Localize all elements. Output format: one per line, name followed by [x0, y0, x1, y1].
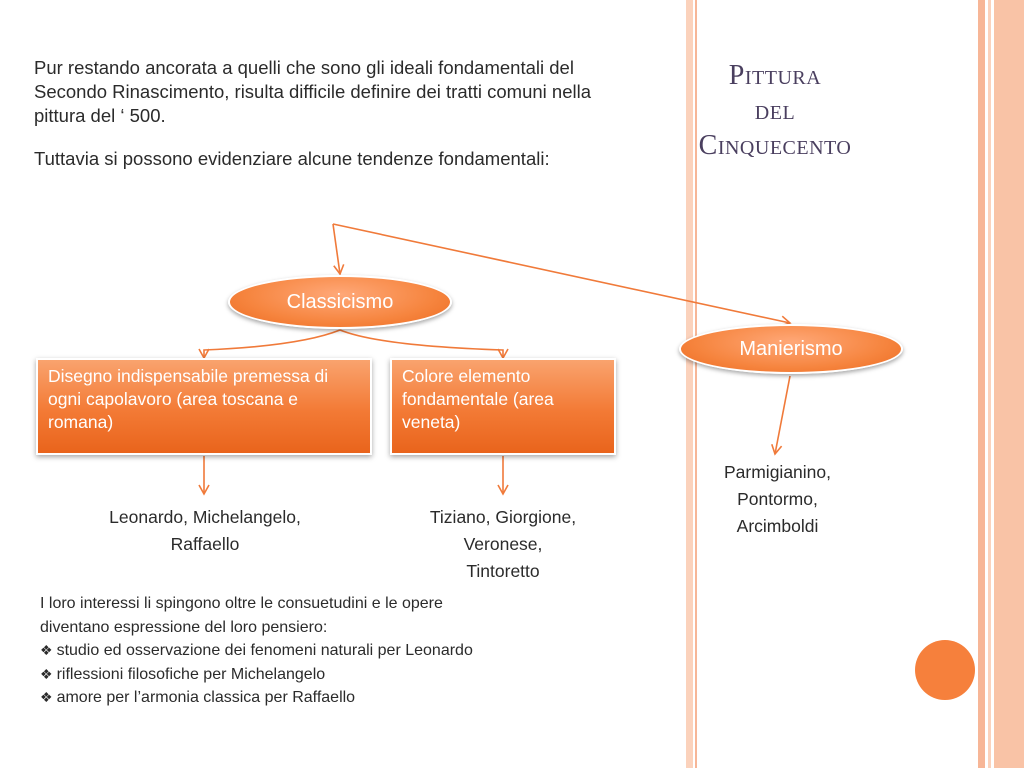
- artists-toscana-line-2: Raffaello: [170, 534, 240, 555]
- decorative-circle: [915, 640, 975, 700]
- title-line-3: Cinquecento: [698, 130, 852, 161]
- intro-paragraph-1: Pur restando ancorata a quelli che sono …: [34, 57, 591, 127]
- colore-box: Colore elemento fondamentale (area venet…: [390, 358, 616, 455]
- classicismo-label: Classicismo: [286, 290, 394, 313]
- bottom-line-1: I loro interessi li spingono oltre le co…: [40, 595, 443, 612]
- slide-title: Pittura del Cinquecento: [650, 58, 900, 163]
- artists-manierismo-line-1: Parmigianino,: [724, 462, 831, 482]
- bullet-text: studio ed osservazione dei fenomeni natu…: [56, 642, 473, 660]
- title-line-2: del: [754, 95, 796, 126]
- diamond-bullet-icon: ❖: [40, 689, 53, 706]
- bottom-text: I loro interessi li spingono oltre le co…: [40, 592, 640, 710]
- artists-veneta: Tiziano, Giorgione, Veronese, Tintoretto: [398, 504, 608, 585]
- bullet-item: ❖riflessioni filosofiche per Michelangel…: [40, 663, 640, 687]
- title-line-1: Pittura: [728, 60, 822, 91]
- intro-paragraph-2: Tuttavia si possono evidenziare alcune t…: [34, 148, 550, 170]
- disegno-box: Disegno indispensabile premessa di ogni …: [36, 358, 372, 455]
- arrow-classicismo-to-colore: [339, 329, 509, 360]
- arrow-classicismo-to-disegno: [198, 329, 341, 360]
- classicismo-node: Classicismo: [228, 275, 452, 329]
- bullet-item: ❖studio ed osservazione dei fenomeni nat…: [40, 639, 640, 663]
- colore-label: Colore elemento fondamentale (area venet…: [402, 366, 554, 433]
- diamond-bullet-icon: ❖: [40, 642, 53, 659]
- intro-text: Pur restando ancorata a quelli che sono …: [34, 56, 614, 190]
- bottom-line-2: diventano espressione del loro pensiero:: [40, 618, 328, 636]
- artists-veneta-line-1: Tiziano, Giorgione,: [429, 507, 577, 527]
- artists-veneta-line-2: Veronese,: [463, 534, 543, 555]
- disegno-label: Disegno indispensabile premessa di ogni …: [48, 366, 329, 433]
- artists-veneta-line-3: Tintoretto: [466, 561, 540, 582]
- artists-toscana-line-1: Leonardo, Michelangelo,: [109, 507, 301, 527]
- artists-manierismo-line-3: Arcimboldi: [736, 516, 819, 537]
- artists-manierismo-line-2: Pontormo,: [737, 489, 818, 510]
- artists-toscana: Leonardo, Michelangelo, Raffaello: [60, 504, 350, 558]
- bullet-text: amore per l’armonia classica per Raffael…: [56, 689, 356, 707]
- arrow-manierismo-to-artists: [771, 375, 791, 456]
- arrow-intro-to-classicismo: [332, 223, 345, 276]
- bullet-item: ❖amore per l’armonia classica per Raffae…: [40, 686, 640, 710]
- arrow-intro-to-manierismo: [332, 223, 792, 327]
- artists-manierismo: Parmigianino, Pontormo, Arcimboldi: [690, 459, 865, 540]
- manierismo-label: Manierismo: [739, 337, 843, 360]
- bullet-text: riflessioni filosofiche per Michelangelo: [56, 665, 326, 683]
- diamond-bullet-icon: ❖: [40, 665, 53, 682]
- manierismo-node: Manierismo: [679, 324, 903, 374]
